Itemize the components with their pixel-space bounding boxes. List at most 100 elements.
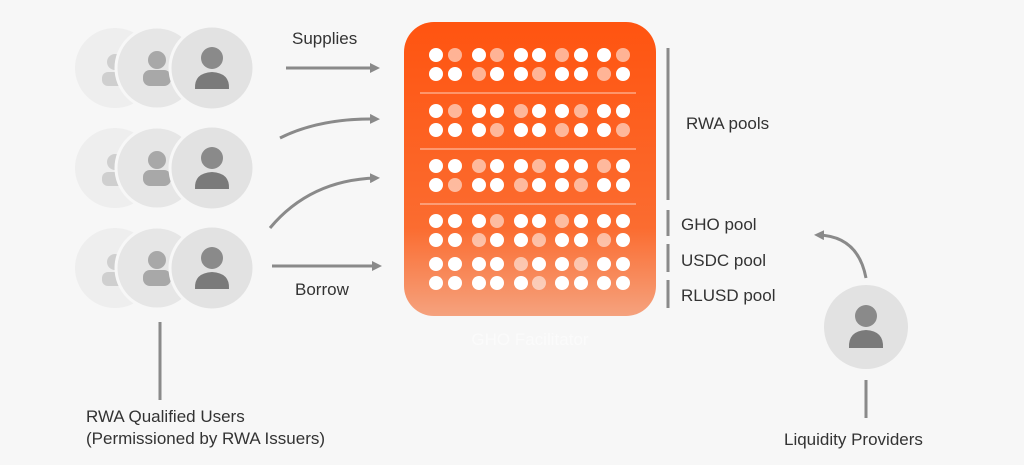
hub-dot: [448, 159, 462, 173]
users-caption-line1: RWA Qualified Users: [86, 407, 245, 426]
hub-dot: [574, 104, 588, 118]
hub-dot: [597, 178, 611, 192]
hub-dot: [574, 178, 588, 192]
pool-label-usdc: USDC pool: [681, 251, 767, 270]
hub-dot: [555, 233, 569, 247]
hub-dot: [490, 48, 504, 62]
hub-dot: [514, 48, 528, 62]
hub-dot: [555, 123, 569, 137]
hub-dot: [616, 159, 630, 173]
hub-dot: [616, 67, 630, 81]
hub-dot: [555, 276, 569, 290]
hub-dot: [555, 178, 569, 192]
user-icon: [168, 224, 256, 312]
hub-dot: [597, 123, 611, 137]
hub-dot: [448, 178, 462, 192]
hub-dot: [532, 159, 546, 173]
hub-dot: [574, 48, 588, 62]
hub-dot: [555, 214, 569, 228]
hub-dot: [555, 104, 569, 118]
hub-dot: [514, 123, 528, 137]
hub-dot: [472, 104, 486, 118]
hub-dot: [597, 276, 611, 290]
hub-dot: [597, 48, 611, 62]
hub-dot: [514, 104, 528, 118]
hub-dot: [490, 159, 504, 173]
hub-dot: [448, 214, 462, 228]
hub-dot: [490, 67, 504, 81]
hub-dot: [514, 178, 528, 192]
hub-dot: [429, 276, 443, 290]
hub-dot: [472, 276, 486, 290]
hub-dot: [472, 233, 486, 247]
hub-dot: [616, 214, 630, 228]
hub-dot: [448, 257, 462, 271]
hub-dot: [514, 159, 528, 173]
hub-dot: [429, 67, 443, 81]
provider-arrow: [814, 230, 868, 279]
user-group-2: [75, 124, 256, 212]
hub-dot: [532, 123, 546, 137]
hub-dot: [616, 48, 630, 62]
hub-dot: [532, 257, 546, 271]
hub-dot: [472, 48, 486, 62]
hub-dot: [490, 276, 504, 290]
hub-dot: [574, 233, 588, 247]
hub-dot: [555, 159, 569, 173]
user-group-3: [75, 224, 256, 312]
hub-dot: [448, 276, 462, 290]
hub-dot: [472, 123, 486, 137]
providers-caption: Liquidity Providers: [784, 430, 923, 449]
hub-dot: [597, 159, 611, 173]
hub-label: GHO Facilitator: [471, 330, 589, 349]
hub-dot: [616, 276, 630, 290]
hub-dot: [448, 123, 462, 137]
hub-dot: [532, 48, 546, 62]
hub-dot: [472, 159, 486, 173]
hub-dot: [472, 257, 486, 271]
hub-dot: [429, 104, 443, 118]
hub-dot: [490, 178, 504, 192]
hub-dot: [616, 104, 630, 118]
user-icon: [848, 305, 884, 348]
hub-dot: [574, 123, 588, 137]
hub-dot: [597, 233, 611, 247]
hub-dot: [472, 214, 486, 228]
hub-dot: [616, 233, 630, 247]
hub-dot: [597, 104, 611, 118]
hub-dot: [616, 178, 630, 192]
liquidity-provider-avatar: [824, 285, 908, 369]
hub-dot: [532, 67, 546, 81]
hub-dot: [490, 233, 504, 247]
hub-dot: [472, 178, 486, 192]
hub-dot: [597, 257, 611, 271]
hub-dot: [555, 48, 569, 62]
flow-arrow-3: [268, 173, 380, 229]
hub-dot: [490, 104, 504, 118]
flow-arrow-2: [279, 113, 380, 140]
hub-dot: [574, 67, 588, 81]
hub-dot: [532, 178, 546, 192]
hub-dot: [429, 257, 443, 271]
hub-dot: [490, 214, 504, 228]
hub-dot: [616, 257, 630, 271]
supplies-label: Supplies: [292, 29, 358, 48]
hub-dot: [597, 67, 611, 81]
hub-dot-grid: [429, 48, 630, 290]
hub-dot: [514, 276, 528, 290]
hub-dot: [574, 276, 588, 290]
hub-dot: [555, 67, 569, 81]
users-caption: RWA Qualified Users (Permissioned by RWA…: [86, 406, 325, 450]
hub-dot: [448, 67, 462, 81]
hub-dot: [490, 257, 504, 271]
borrow-label: Borrow: [295, 280, 349, 299]
hub-dot: [429, 233, 443, 247]
hub-dot: [555, 257, 569, 271]
hub-dot: [448, 233, 462, 247]
gho-facilitator-hub: [404, 22, 656, 316]
hub-dot: [574, 257, 588, 271]
user-icon: [168, 124, 256, 212]
hub-dot: [514, 233, 528, 247]
hub-dot: [597, 214, 611, 228]
